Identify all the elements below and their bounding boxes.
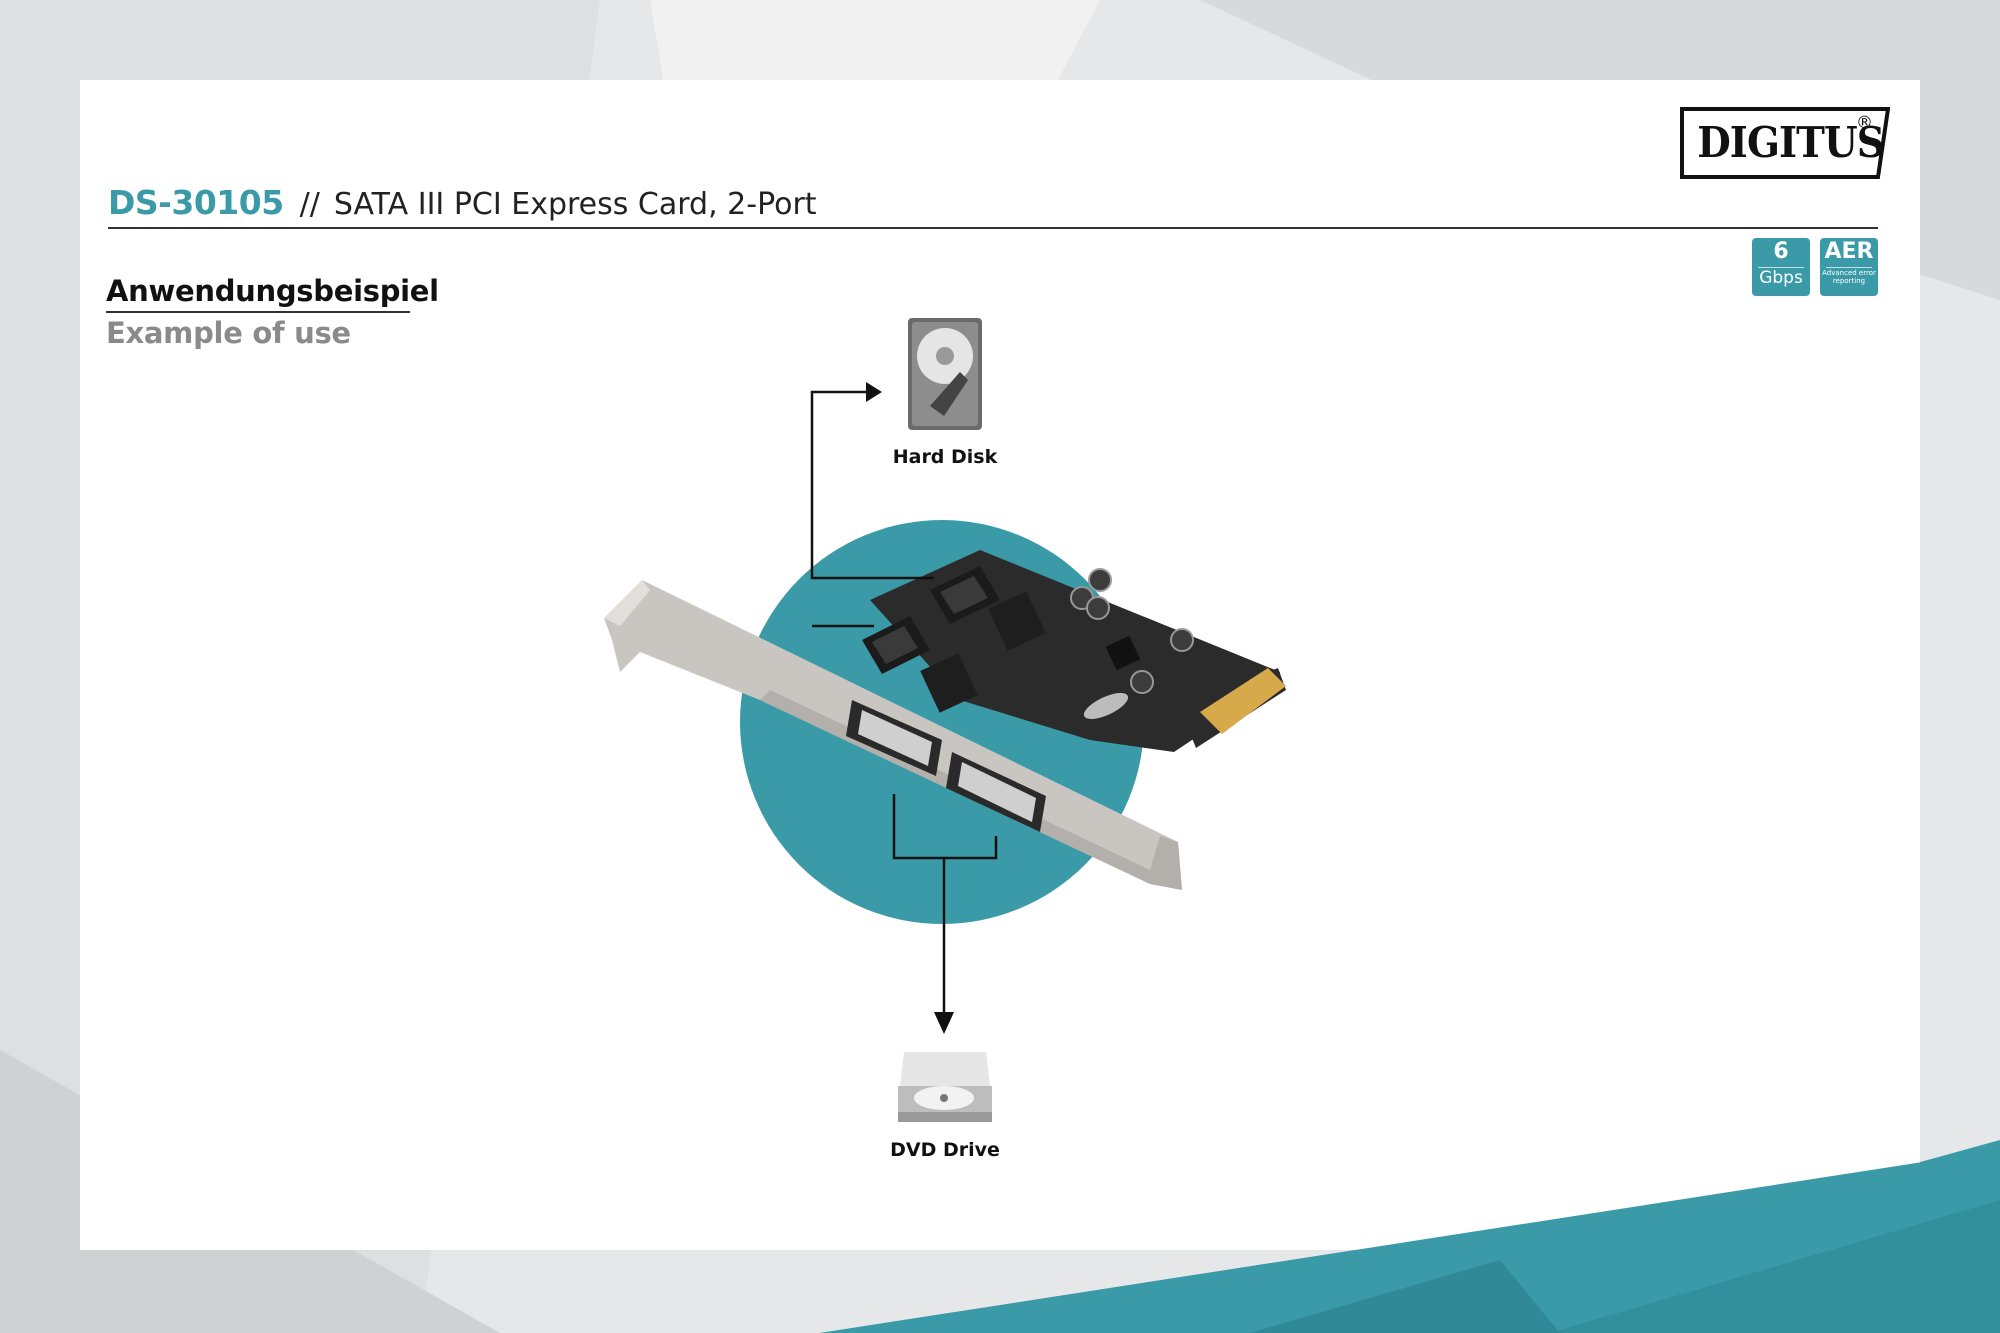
badge-6gbps-bottom: Gbps — [1759, 268, 1803, 288]
esata-port-left — [846, 700, 942, 776]
sata-connector-bottom — [862, 616, 930, 674]
product-title: DS-30105 // SATA III PCI Express Card, 2-P… — [108, 183, 817, 229]
connection-lines-dvd — [892, 794, 998, 1012]
section-title-de: Anwendungsbeispiel — [106, 274, 439, 308]
esata-port-right — [946, 752, 1046, 832]
arrow-to-hdd — [866, 382, 882, 402]
brand-logo: DIGITUS — [1697, 118, 1884, 167]
digitus-logo-frame — [1680, 107, 1890, 179]
section-title-en: Example of use — [106, 316, 351, 350]
sata-connector-top — [930, 566, 1000, 624]
badge-divider — [1826, 267, 1872, 268]
section-title-underline — [106, 311, 410, 313]
dvd-drive-icon — [898, 1052, 992, 1122]
arrow-to-dvd — [934, 1012, 954, 1034]
pcie-card-illustration — [604, 550, 1286, 890]
registered-mark: ® — [1856, 113, 1873, 133]
gold-fingers — [1200, 668, 1286, 734]
badge-6gbps: 6 Gbps — [1752, 238, 1810, 296]
dvd-drive-label: DVD Drive — [890, 1139, 1000, 1161]
connection-lines-hdd — [810, 390, 934, 628]
badge-aer-top: AER — [1824, 239, 1874, 264]
hard-disk-icon — [908, 318, 982, 430]
badge-aer-bottom: Advanced error reporting — [1822, 269, 1876, 285]
badge-divider — [1758, 267, 1804, 268]
title-separator: // — [299, 187, 320, 222]
title-rule — [108, 227, 1878, 229]
model-number: DS-30105 — [108, 183, 284, 222]
badge-6gbps-top: 6 — [1773, 239, 1789, 264]
badge-aer: AER Advanced error reporting — [1820, 238, 1878, 296]
hard-disk-label: Hard Disk — [892, 446, 998, 468]
product-name: SATA III PCI Express Card, 2-Port — [333, 187, 817, 222]
